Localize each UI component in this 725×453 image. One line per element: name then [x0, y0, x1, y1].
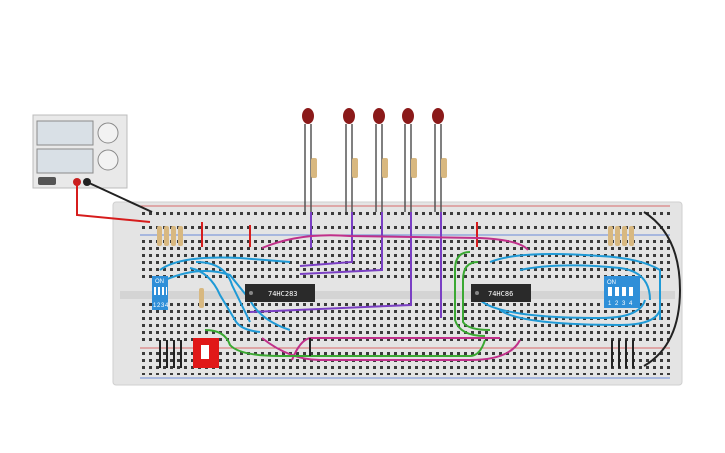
- led-group[interactable]: [302, 108, 444, 212]
- dip-on-label: ON: [155, 279, 164, 285]
- dip-switch-left[interactable]: ON 1 2 3 4: [152, 276, 169, 310]
- power-switch[interactable]: [38, 177, 56, 185]
- rail-jumpers[interactable]: [159, 211, 682, 368]
- dip-toggle[interactable]: [608, 287, 612, 296]
- wire-power-negative[interactable]: [86, 181, 153, 213]
- resistor-bank-left[interactable]: [157, 226, 204, 308]
- dip-toggle[interactable]: [162, 287, 164, 295]
- chip-label: 74HC283: [268, 290, 298, 298]
- dip-number: 4: [629, 301, 633, 307]
- wire-power-positive[interactable]: [76, 182, 151, 223]
- dip-switch-right[interactable]: ON 1 2 3 4: [604, 276, 640, 308]
- current-knob[interactable]: [97, 149, 119, 171]
- dip-number: 1: [153, 303, 157, 309]
- dip-number: 1: [608, 301, 612, 307]
- chip-74hc283[interactable]: 74HC283: [245, 284, 315, 302]
- led-resistors[interactable]: [311, 158, 447, 178]
- chip-label: 74HC86: [488, 290, 513, 298]
- dip-toggle[interactable]: [622, 287, 626, 296]
- dip-number: 3: [622, 301, 626, 307]
- dip-toggle[interactable]: [166, 287, 167, 295]
- dip-number: 2: [615, 301, 619, 307]
- dip-number: 3: [161, 303, 165, 309]
- power-supply[interactable]: [32, 114, 128, 189]
- dip-toggle[interactable]: [629, 287, 633, 296]
- wires-blue[interactable]: [159, 253, 661, 333]
- dip-toggle[interactable]: [154, 287, 156, 295]
- dip-toggle[interactable]: [158, 287, 160, 295]
- chip-74hc86[interactable]: 74HC86: [471, 284, 531, 302]
- dip-on-label: ON: [607, 280, 616, 286]
- wires-purple[interactable]: [249, 212, 442, 318]
- dip-number: 4: [165, 303, 169, 309]
- wires-green[interactable]: [204, 251, 491, 357]
- dip-toggle[interactable]: [615, 287, 619, 296]
- dip-number: 2: [157, 303, 161, 309]
- slide-switch[interactable]: [193, 338, 219, 368]
- voltage-knob[interactable]: [97, 122, 119, 144]
- resistor-bank-right[interactable]: [608, 226, 634, 246]
